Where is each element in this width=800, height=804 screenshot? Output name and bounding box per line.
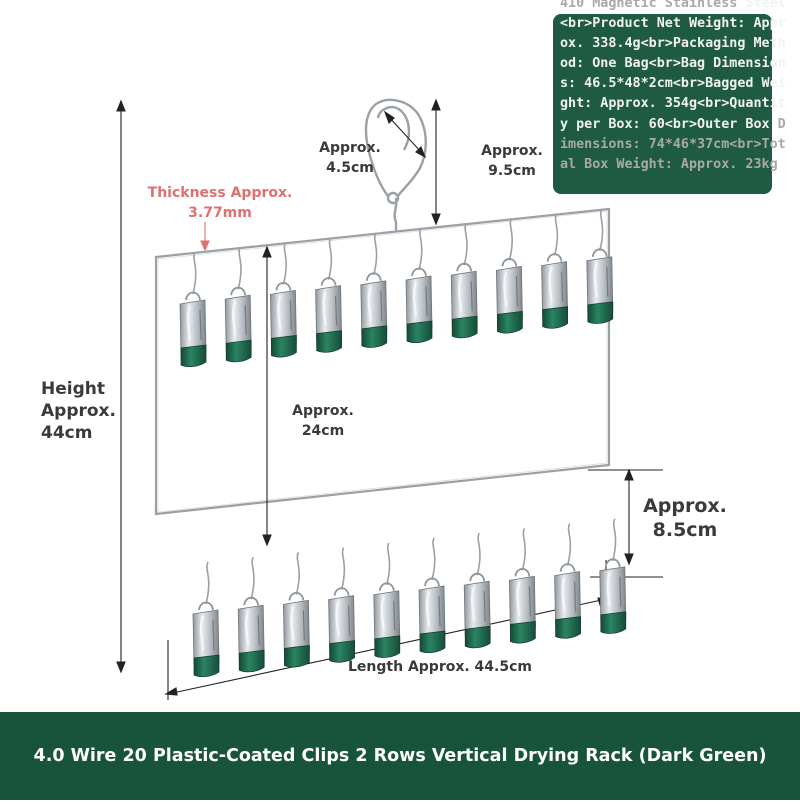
thickness-label-line-1: Thickness Approx. — [147, 185, 293, 201]
clip-bottom-9 — [554, 523, 582, 639]
row-gap-label-line-2: 8.5cm — [652, 519, 718, 541]
spec-text-overflow-bottom: Dimensions: 74*46*37cm<br>Total Box Weig… — [560, 116, 786, 172]
inner-height-label-line-2: 24cm — [301, 423, 345, 439]
hook-width-label: Approx. 4.5cm — [310, 138, 390, 178]
height-label-line-2: Approx. — [41, 401, 116, 421]
clip-top-9 — [541, 213, 569, 329]
rack-frame — [154, 207, 611, 516]
height-label-line-1: Height — [41, 379, 105, 399]
footer-banner: 4.0 Wire 20 Plastic-Coated Clips 2 Rows … — [0, 712, 800, 800]
clip-top-2 — [224, 246, 252, 363]
clip-top-1 — [179, 251, 207, 368]
clip-bottom-6 — [418, 537, 446, 654]
inner-height-label: Approx. 24cm — [273, 401, 373, 441]
clip-top-8 — [495, 218, 523, 334]
spec-panel — [553, 14, 772, 194]
row-gap-label: Approx. 8.5cm — [630, 494, 740, 542]
thickness-label-line-2: 3.77mm — [188, 205, 252, 221]
clip-top-10 — [586, 208, 614, 324]
spec-text: 410 Magnetic Stainless Steel<br>Product … — [560, 0, 792, 175]
height-label-line-3: 44cm — [41, 423, 93, 443]
clip-top-5 — [360, 232, 388, 348]
clip-row-top — [179, 208, 614, 368]
row-gap-label-line-1: Approx. — [643, 495, 727, 517]
clip-bottom-1 — [192, 561, 220, 678]
spec-text-overflow-top: 410 Magnetic Stainless — [560, 0, 746, 11]
spec-text-body: Steel<br>Product Net Weight: Approx. 338… — [560, 0, 786, 132]
length-label: Length Approx. 44.5cm — [348, 659, 532, 675]
clip-bottom-7 — [463, 532, 491, 649]
clip-top-7 — [450, 222, 478, 339]
clip-top-6 — [405, 227, 433, 344]
thickness-label: Thickness Approx. 3.77mm — [130, 183, 310, 223]
inner-height-label-line-1: Approx. — [292, 403, 354, 419]
hook-width-label-line-2: 4.5cm — [326, 160, 374, 176]
clip-bottom-10 — [599, 518, 627, 634]
clip-top-4 — [315, 237, 343, 353]
clip-bottom-2 — [237, 556, 265, 673]
footer-title: 4.0 Wire 20 Plastic-Coated Clips 2 Rows … — [33, 746, 767, 766]
clip-bottom-5 — [373, 542, 401, 658]
hook-height-label-line-2: 9.5cm — [488, 163, 536, 179]
hook — [364, 98, 427, 231]
clip-bottom-8 — [508, 528, 536, 644]
hook-height-label-line-1: Approx. — [481, 143, 543, 159]
clip-top-3 — [269, 242, 297, 358]
height-label: Height Approx. 44cm — [41, 378, 151, 444]
hook-width-label-line-1: Approx. — [319, 140, 381, 156]
clip-bottom-3 — [282, 552, 310, 668]
clip-row-bottom — [192, 518, 627, 678]
clip-bottom-4 — [328, 547, 356, 663]
hook-height-label: Approx. 9.5cm — [462, 141, 562, 181]
